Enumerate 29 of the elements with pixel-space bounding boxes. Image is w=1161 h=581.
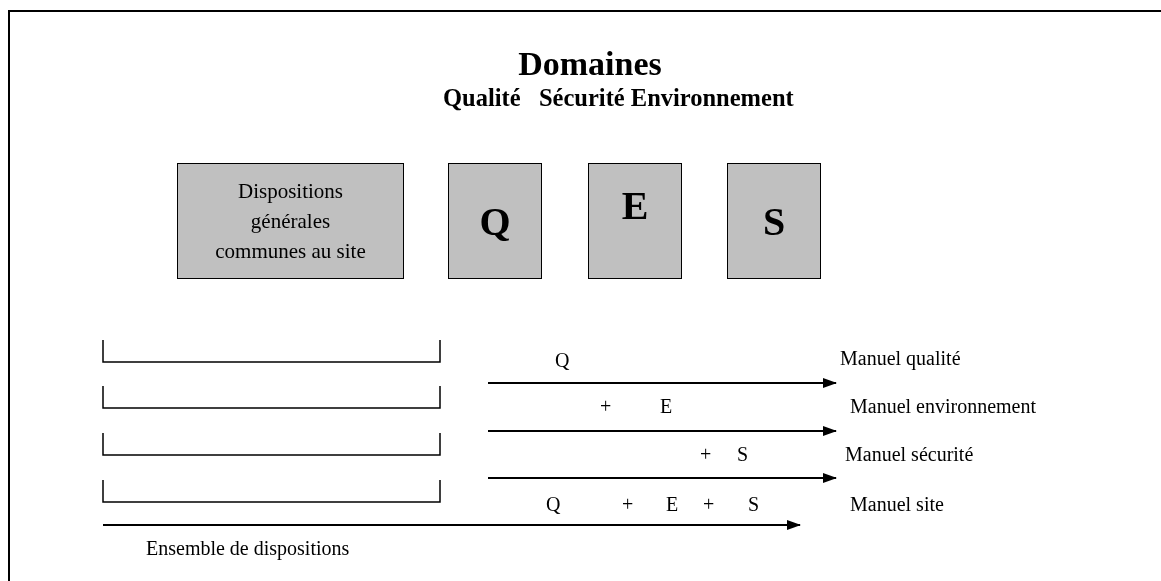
manual-label: Manuel sécurité bbox=[845, 442, 974, 466]
formula-term: Q bbox=[546, 492, 561, 516]
formula-term: S bbox=[737, 442, 749, 466]
diagram-title: Domaines bbox=[518, 44, 662, 84]
box-label: S bbox=[762, 197, 786, 245]
letter-box bbox=[448, 163, 542, 279]
manual-label: Manuel environnement bbox=[850, 394, 1037, 418]
box-label: E bbox=[621, 182, 649, 229]
formula-term: + bbox=[703, 492, 715, 516]
manual-label: Manuel site bbox=[850, 492, 944, 516]
arrow bbox=[102, 520, 801, 530]
letter-box bbox=[727, 163, 821, 279]
manual-label: Manuel qualité bbox=[840, 346, 961, 370]
formula-term: + bbox=[622, 492, 634, 516]
info-box bbox=[177, 163, 404, 279]
box-label: Q bbox=[479, 197, 511, 245]
formula-term: E bbox=[660, 394, 673, 418]
formula-term: Q bbox=[555, 348, 570, 372]
subtitle: Qualité Sécurité Environnement bbox=[443, 86, 794, 110]
box-label: Dispositions générales communes au site bbox=[214, 178, 367, 265]
formula-term: S bbox=[748, 492, 760, 516]
formula-term: + bbox=[600, 394, 612, 418]
formula-term: E bbox=[666, 492, 679, 516]
arrow bbox=[487, 378, 837, 388]
arrow bbox=[487, 426, 837, 436]
formula-term: + bbox=[700, 442, 712, 466]
caption-label: Ensemble de dispositions bbox=[146, 536, 350, 560]
letter-box bbox=[588, 163, 682, 279]
arrow bbox=[487, 473, 837, 483]
